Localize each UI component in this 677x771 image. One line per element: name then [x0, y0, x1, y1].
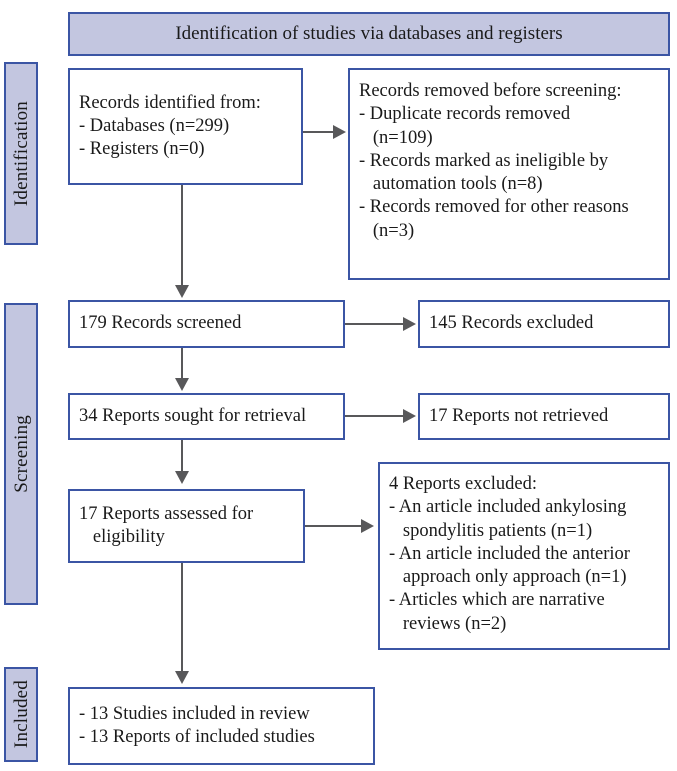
- reports-excluded-line-5: approach only approach (n=1): [389, 567, 627, 588]
- stage-bar-identification: Identification: [4, 62, 38, 245]
- reports-excluded-line-6: - Articles which are narrative: [389, 590, 605, 611]
- connector-sought-to-not-retrieved: [345, 415, 405, 417]
- arrowhead-identified-to-screened-icon: [175, 285, 189, 298]
- arrowhead-sought-to-assessed-icon: [175, 471, 189, 484]
- connector-sought-to-assessed: [181, 440, 183, 473]
- box-records-identified: Records identified from: - Databases (n=…: [68, 68, 303, 185]
- arrowhead-identified-to-removed-icon: [333, 125, 346, 139]
- connector-screened-to-sought: [181, 348, 183, 380]
- diagram-title-text: Identification of studies via databases …: [175, 23, 563, 44]
- records-removed-line-5: automation tools (n=8): [359, 174, 543, 195]
- box-reports-not-retrieved: 17 Reports not retrieved: [418, 393, 670, 440]
- records-identified-line-3: - Registers (n=0): [79, 139, 205, 160]
- records-screened-text: 179 Records screened: [79, 313, 242, 334]
- reports-not-retrieved-text: 17 Reports not retrieved: [429, 405, 609, 426]
- records-removed-line-4: - Records marked as ineligible by: [359, 150, 609, 171]
- records-identified-line-2: - Databases (n=299): [79, 115, 230, 136]
- arrowhead-sought-to-not-retrieved-icon: [403, 409, 416, 423]
- stage-label-identification: Identification: [10, 100, 32, 207]
- records-removed-line-7: (n=3): [359, 220, 415, 241]
- reports-excluded-line-1: 4 Reports excluded:: [389, 474, 537, 494]
- diagram-title-banner: Identification of studies via databases …: [68, 12, 670, 56]
- records-removed-line-2: - Duplicate records removed: [359, 104, 571, 125]
- connector-assessed-to-included: [181, 563, 183, 673]
- stage-bar-screening: Screening: [4, 303, 38, 605]
- arrowhead-screened-to-excluded-icon: [403, 317, 416, 331]
- reports-assessed-line-1: 17 Reports assessed for: [79, 503, 254, 524]
- studies-included-line-2: - 13 Reports of included studies: [79, 727, 315, 747]
- reports-excluded-line-2: - An article included ankylosing: [389, 497, 627, 518]
- records-excluded-text: 145 Records excluded: [429, 313, 594, 334]
- studies-included-line-1: - 13 Studies included in review: [79, 703, 310, 724]
- records-removed-line-1: Records removed before screening:: [359, 81, 622, 101]
- reports-excluded-line-3: spondylitis patients (n=1): [389, 520, 593, 541]
- records-removed-line-3: (n=109): [359, 127, 433, 148]
- connector-identified-to-removed: [303, 131, 335, 133]
- arrowhead-assessed-to-included-icon: [175, 671, 189, 684]
- records-identified-line-1: Records identified from:: [79, 92, 261, 113]
- box-records-screened: 179 Records screened: [68, 300, 345, 348]
- box-reports-assessed: 17 Reports assessed for eligibility: [68, 489, 305, 563]
- stage-label-included: Included: [10, 680, 32, 749]
- box-reports-excluded: 4 Reports excluded: - An article include…: [378, 462, 670, 650]
- reports-sought-text: 34 Reports sought for retrieval: [79, 405, 307, 426]
- arrowhead-assessed-to-excluded-icon: [361, 519, 374, 533]
- box-records-excluded: 145 Records excluded: [418, 300, 670, 348]
- connector-assessed-to-excluded: [305, 525, 363, 527]
- box-reports-sought: 34 Reports sought for retrieval: [68, 393, 345, 440]
- reports-excluded-line-4: - An article included the anterior: [389, 543, 630, 564]
- stage-label-screening: Screening: [10, 415, 32, 493]
- records-removed-line-6: - Records removed for other reasons: [359, 197, 629, 218]
- arrowhead-screened-to-sought-icon: [175, 378, 189, 391]
- box-records-removed: Records removed before screening: - Dupl…: [348, 68, 670, 280]
- stage-bar-included: Included: [4, 667, 38, 762]
- connector-identified-to-screened: [181, 185, 183, 287]
- connector-screened-to-excluded: [345, 323, 405, 325]
- box-studies-included: - 13 Studies included in review - 13 Rep…: [68, 687, 375, 765]
- reports-excluded-line-7: reviews (n=2): [389, 613, 507, 634]
- reports-assessed-line-2: eligibility: [79, 527, 165, 547]
